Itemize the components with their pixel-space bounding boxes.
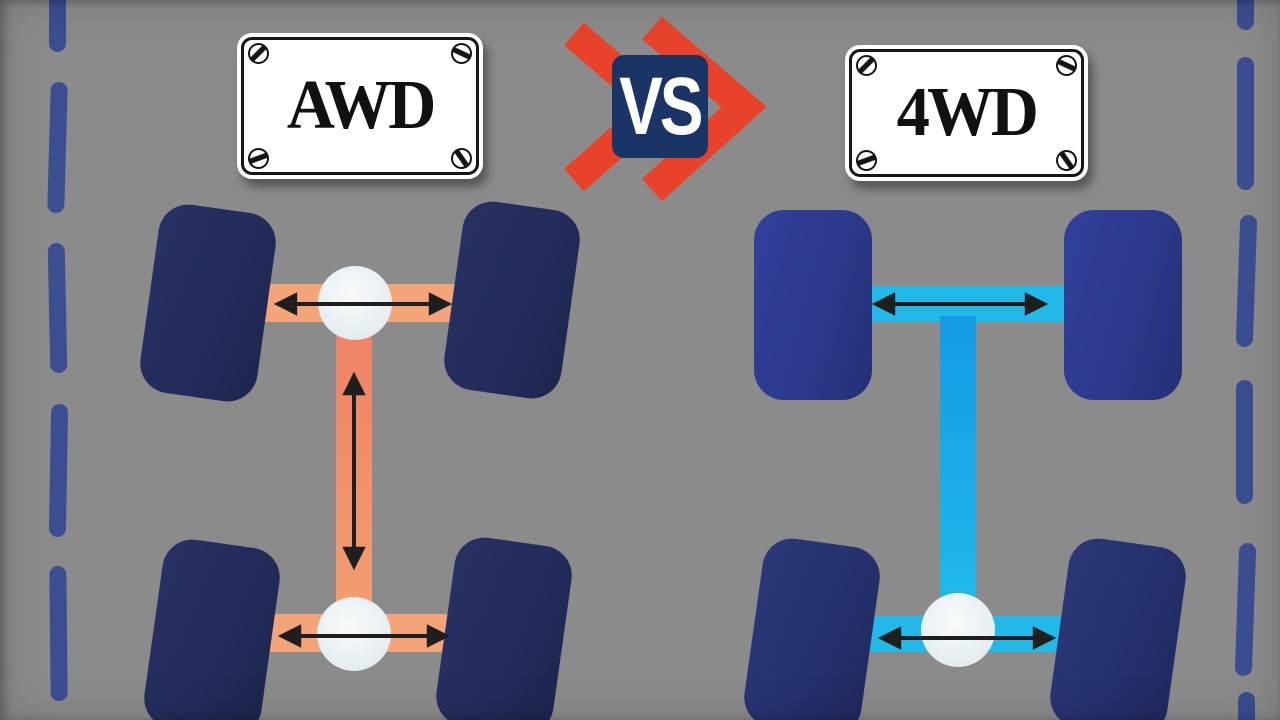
screw-icon [852,146,881,175]
awd-rear-left-wheel [140,535,284,720]
lane-dash [47,242,68,374]
lane-dash [1237,0,1254,30]
awd-rear-right-wheel [432,533,576,720]
lane-dash [1236,380,1253,504]
screw-icon [1053,52,1080,79]
awd-plate: AWD [237,33,483,179]
screw-icon [449,146,474,171]
4wd-plate: 4WD [845,45,1088,181]
lane-dash [1235,214,1258,348]
lane-dash [47,81,68,214]
4wd-front-right-wheel [1064,210,1182,400]
vs-badge-label: VS [619,60,703,152]
screw-icon [248,43,269,64]
awd-front-differential-icon [318,266,392,340]
4wd-driveshaft [940,316,976,628]
awd-driveshaft [336,300,372,636]
4wd-rear-right-wheel [1046,534,1190,720]
lane-dash [1238,692,1255,720]
lane-dash [48,403,69,538]
lane-dash [49,565,68,702]
screw-icon [1054,148,1079,173]
lane-dash [1234,542,1257,677]
awd-front-right-wheel [440,197,584,403]
lane-dash [49,0,66,52]
4wd-plate-label: 4WD [896,74,1039,151]
lane-dash [1237,57,1254,190]
4wd-rear-differential-icon [921,593,995,667]
screw-icon [244,144,273,173]
screw-icon [856,55,877,76]
awd-rear-differential-icon [317,597,391,671]
4wd-rear-left-wheel [740,534,884,720]
awd-front-left-wheel [136,200,280,406]
4wd-front-left-wheel [754,210,872,400]
awd-plate-label: AWD [286,67,436,144]
vs-badge: VS [612,55,708,158]
screw-icon [448,40,475,67]
